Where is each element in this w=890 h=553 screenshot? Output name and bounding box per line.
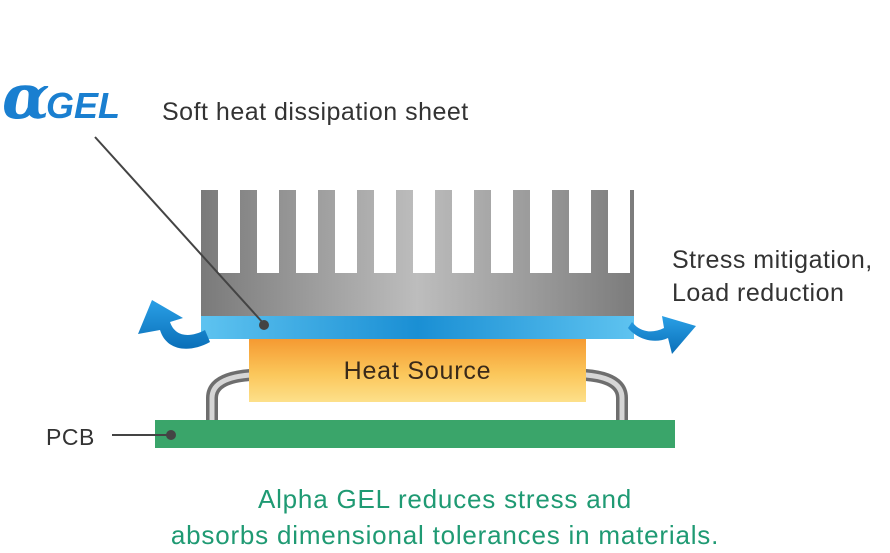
- caption: Alpha GEL reduces stress and absorbs dim…: [0, 481, 890, 553]
- alpha-gel-logo: α GEL: [2, 64, 120, 126]
- pcb-label: PCB: [46, 424, 95, 450]
- pcb-leader-dot: [166, 430, 176, 440]
- heat-source-block: [249, 339, 586, 402]
- left-lead: [206, 369, 256, 426]
- heat-source-label: Heat Source: [343, 357, 492, 385]
- caption-line1: Alpha GEL reduces stress and: [257, 484, 633, 514]
- stress-label-line1: Stress mitigation,: [672, 246, 873, 274]
- stress-label-line2: Load reduction: [672, 279, 845, 307]
- sheet-leader-dot: [259, 320, 269, 330]
- stress-label: Stress mitigation, Load reduction: [672, 244, 873, 310]
- gel-sheet: [201, 316, 634, 339]
- heatsink: [201, 190, 634, 316]
- sheet-label: Soft heat dissipation sheet: [162, 98, 469, 126]
- logo-alpha: α: [2, 64, 50, 126]
- component-leads: [206, 369, 628, 426]
- curved-arrow-left-icon: [138, 300, 210, 349]
- logo-text: GEL: [46, 85, 120, 126]
- sheet-leader-line: [94, 136, 265, 325]
- curved-arrow-right-icon: [628, 316, 696, 354]
- pcb-board: [155, 420, 675, 448]
- caption-line2: absorbs dimensional tolerances in materi…: [170, 520, 720, 550]
